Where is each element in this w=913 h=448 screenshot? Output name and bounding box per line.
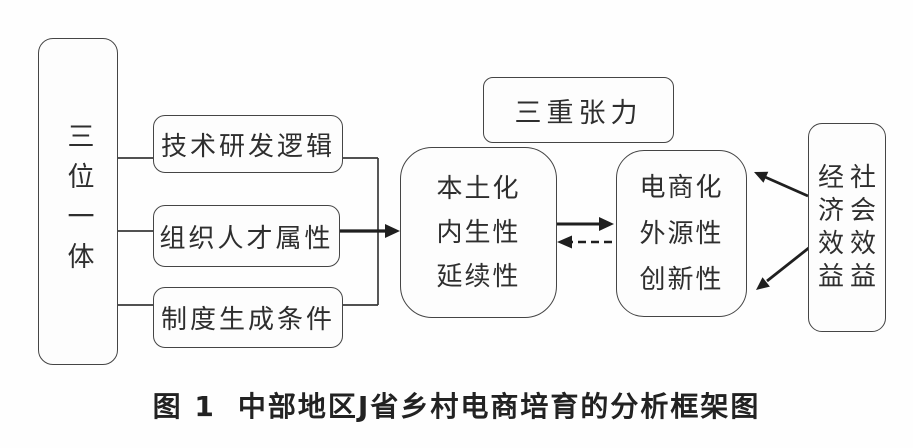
figure-caption: 图 1 中部地区J省乡村电商培育的分析框架图 (0, 385, 913, 425)
node-localization-line3: 延续性 (436, 261, 521, 292)
arrow-ecommerce-to-localization-dashed (557, 235, 612, 249)
node-ecommerce-line2: 外源性 (639, 218, 724, 249)
figure-title: 中部地区J省乡村电商培育的分析框架图 (237, 390, 761, 423)
node-three-in-one: 三位一体 (38, 38, 118, 365)
node-benefits-row4: 益益 (817, 261, 882, 292)
node-localization-line2: 内生性 (436, 217, 521, 248)
figure-number: 图 1 (152, 390, 216, 423)
node-benefits-row1: 经社 (817, 162, 882, 193)
node-localization: 本土化 内生性 延续性 (400, 147, 557, 318)
arrow-benefits-to-ecommerce-top (754, 171, 809, 198)
node-ecommerce-line1: 电商化 (639, 172, 724, 203)
node-localization-line1: 本土化 (436, 173, 521, 204)
node-org-talent: 组织人才属性 (153, 205, 340, 267)
node-tech-logic-label: 技术研发逻辑 (160, 131, 335, 162)
node-benefits: 经社 济会 效效 益益 (808, 123, 886, 332)
node-tech-logic: 技术研发逻辑 (153, 115, 343, 173)
node-ecommerce-line3: 创新性 (639, 264, 724, 295)
arrow-factors-to-localization (340, 224, 400, 238)
node-triple-tension: 三重张力 (483, 77, 674, 143)
node-institution-label: 制度生成条件 (160, 305, 335, 335)
node-benefits-row2: 济会 (817, 195, 882, 226)
node-triple-tension-label: 三重张力 (514, 97, 643, 129)
node-institution: 制度生成条件 (153, 287, 343, 348)
node-ecommerce: 电商化 外源性 创新性 (616, 150, 747, 317)
node-org-talent-label: 组织人才属性 (159, 223, 334, 254)
node-benefits-row3: 效效 (817, 228, 882, 259)
arrow-localization-to-ecommerce (557, 217, 614, 231)
node-three-in-one-label: 三位一体 (62, 121, 94, 282)
arrow-benefits-to-ecommerce-bottom (756, 245, 811, 290)
